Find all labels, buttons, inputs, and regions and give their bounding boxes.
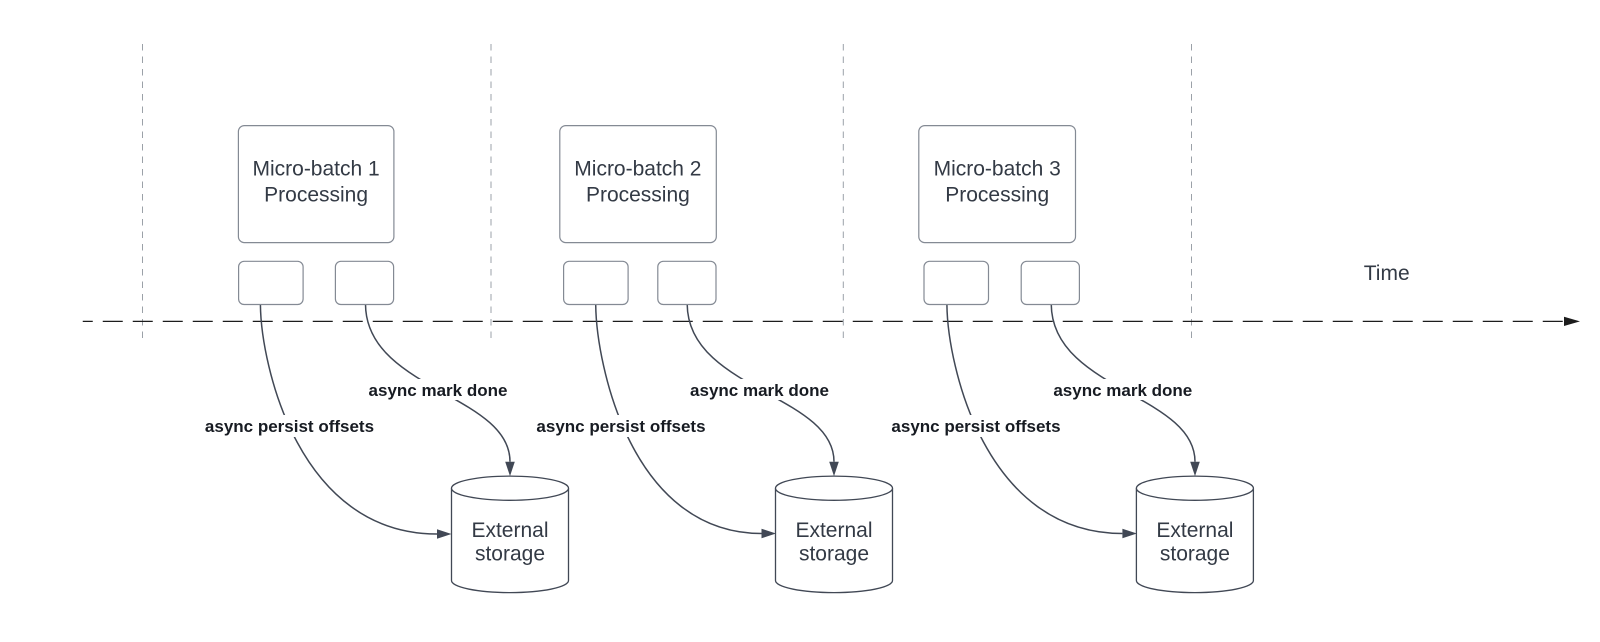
svg-text:storage: storage [475, 543, 545, 566]
svg-text:Micro-batch 3: Micro-batch 3 [934, 157, 1061, 180]
svg-text:async mark done: async mark done [369, 381, 508, 400]
svg-text:storage: storage [1160, 543, 1230, 566]
svg-text:External: External [1156, 519, 1233, 542]
svg-text:External: External [471, 519, 548, 542]
svg-text:Processing: Processing [945, 184, 1049, 207]
svg-text:async mark done: async mark done [1053, 381, 1192, 400]
svg-text:Processing: Processing [586, 184, 690, 207]
svg-text:Micro-batch 1: Micro-batch 1 [252, 157, 379, 180]
svg-text:Processing: Processing [264, 184, 368, 207]
svg-text:async persist offsets: async persist offsets [891, 417, 1060, 436]
svg-text:async persist offsets: async persist offsets [536, 417, 705, 436]
svg-text:External: External [795, 519, 872, 542]
svg-text:async persist offsets: async persist offsets [205, 417, 374, 436]
svg-text:async mark done: async mark done [690, 381, 829, 400]
svg-text:Micro-batch 2: Micro-batch 2 [574, 157, 701, 180]
svg-text:storage: storage [799, 543, 869, 566]
svg-text:Time: Time [1364, 262, 1410, 285]
